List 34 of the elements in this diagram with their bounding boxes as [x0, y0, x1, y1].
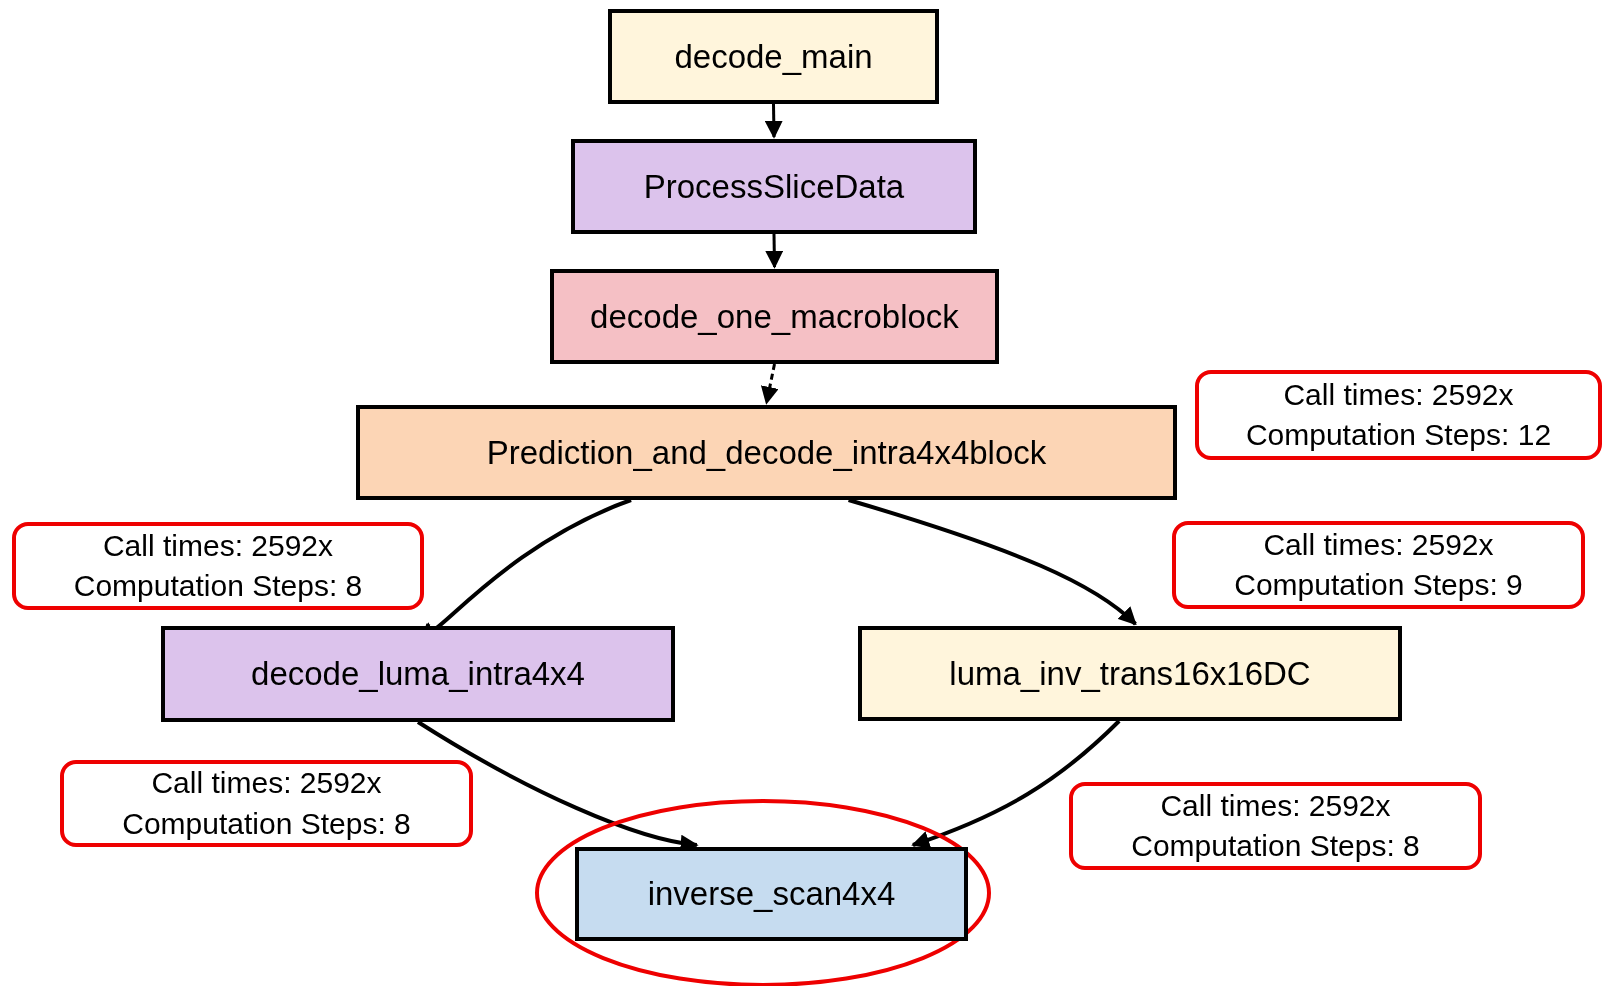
arrow: [765, 233, 784, 269]
callout-text: Call times: 2592x: [151, 765, 382, 801]
callout-text: Call times: 2592x: [1263, 526, 1494, 563]
function-name: decode_main: [674, 37, 873, 76]
arrow: [911, 719, 1121, 849]
arrow: [764, 103, 783, 139]
function-box: [858, 626, 1402, 721]
function-name: decode_one_macroblock: [590, 297, 959, 336]
callout-box: [1195, 370, 1602, 460]
callout-text: Call times: 2592x: [102, 527, 334, 564]
arrow: [848, 498, 1137, 626]
callout-box: [12, 522, 424, 610]
function-name: Prediction_and_decode_intra4x4block: [486, 433, 1047, 472]
function-box: [550, 269, 999, 364]
callout-box: [1172, 521, 1585, 609]
function-box: [575, 847, 968, 941]
callout-text: Computation Steps: 8: [122, 805, 411, 842]
callout-box: [60, 760, 473, 847]
function-box: [571, 139, 977, 234]
callout-text: Call times: 2592x: [1160, 787, 1391, 824]
function-name: inverse_scan4x4: [647, 875, 896, 913]
function-box: [608, 9, 939, 104]
callout-text: Computation Steps: 9: [1234, 567, 1523, 603]
callout-text: Call times: 2592x: [1283, 376, 1514, 413]
callout-text: Computation Steps: 12: [1245, 417, 1552, 453]
function-box: [356, 405, 1177, 500]
function-name: luma_inv_trans16x16DC: [949, 654, 1311, 693]
callout-text: Computation Steps: 8: [73, 568, 363, 604]
callout-box: [1069, 782, 1482, 870]
function-name: ProcessSliceData: [643, 167, 905, 206]
function-box: [161, 626, 675, 722]
function-name: decode_luma_intra4x4: [251, 655, 585, 693]
arrow: [760, 363, 779, 405]
callout-text: Computation Steps: 8: [1131, 828, 1420, 864]
